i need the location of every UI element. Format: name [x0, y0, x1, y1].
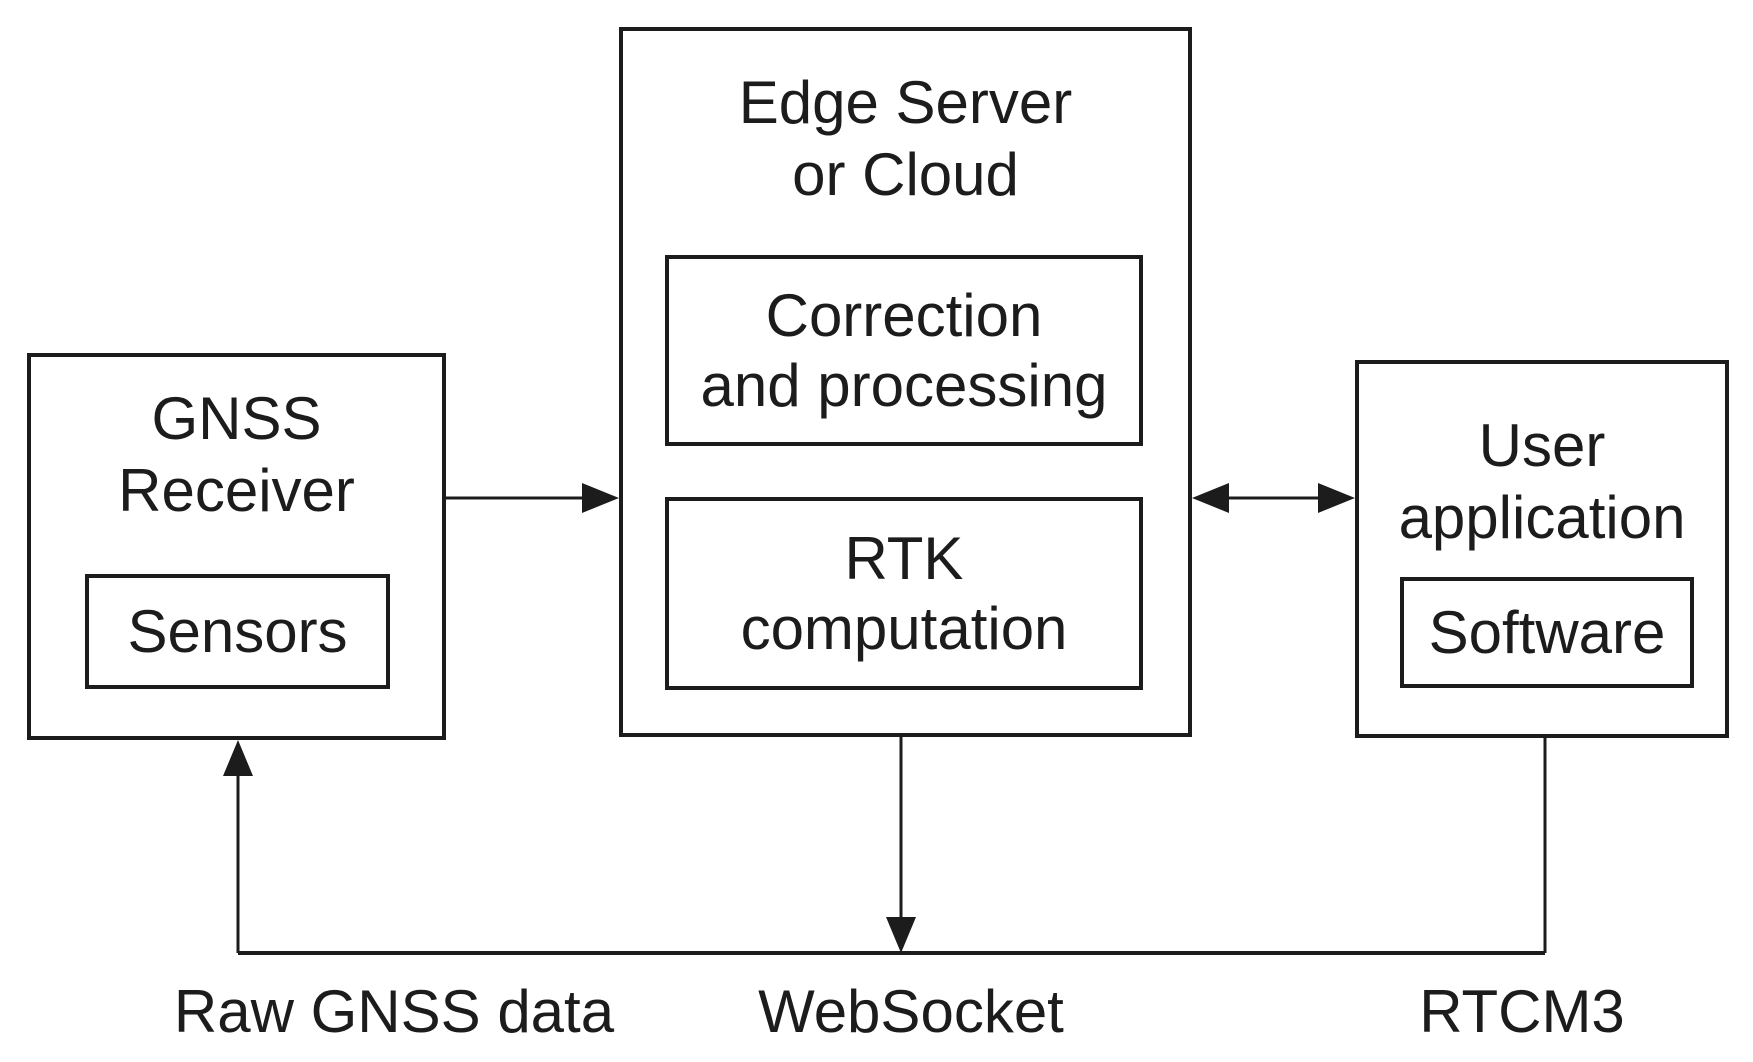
rtk-computation-label: RTK computation	[740, 524, 1068, 662]
arrow-up-to-gnss-head	[223, 740, 253, 776]
software-box: Software	[1400, 577, 1694, 688]
gnss-receiver-box: GNSS Receiver Sensors	[27, 353, 446, 740]
sensors-label: Sensors	[127, 597, 348, 665]
raw-gnss-data-label: Raw GNSS data	[173, 978, 615, 1045]
rtk-computation-box: RTK computation	[665, 497, 1143, 690]
correction-processing-box: Correction and processing	[665, 255, 1143, 446]
sensors-box: Sensors	[85, 574, 390, 689]
websocket-label: WebSocket	[758, 978, 1064, 1045]
arrow-gnss-to-edge-head	[582, 483, 619, 513]
edge-server-box: Edge Server or Cloud Correction and proc…	[619, 27, 1192, 737]
user-application-box: User application Software	[1355, 360, 1729, 738]
rtcm3-label: RTCM3	[1419, 978, 1625, 1045]
edge-server-title: Edge Server or Cloud	[738, 69, 1073, 208]
software-label: Software	[1428, 598, 1666, 666]
gnss-receiver-title: GNSS Receiver	[118, 385, 355, 524]
arrow-edge-down-head	[886, 917, 916, 953]
correction-processing-label: Correction and processing	[700, 281, 1108, 419]
user-application-title: User application	[1398, 412, 1686, 551]
arrow-edge-user-right-head	[1318, 483, 1355, 513]
arrow-edge-user-left-head	[1192, 483, 1229, 513]
